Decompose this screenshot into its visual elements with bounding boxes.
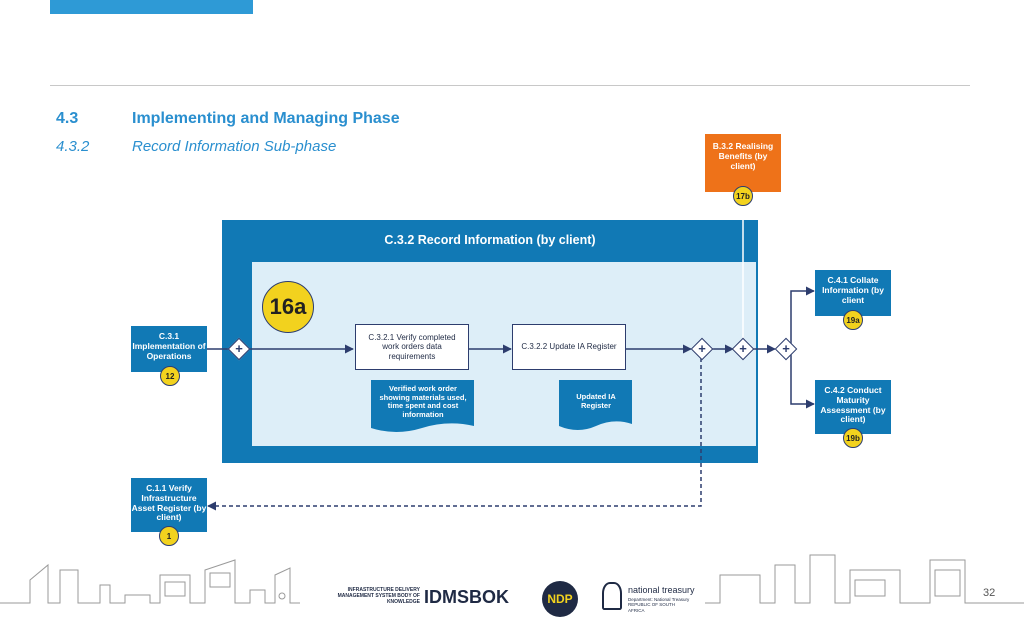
gateway-plus-start: + [235, 341, 243, 356]
task-verify-work-orders: C.3.2.1 Verify completed work orders dat… [355, 324, 469, 370]
badge-17b: 17b [733, 186, 753, 206]
box-collate-information: C.4.1 Collate Information (by client [815, 270, 891, 316]
header-divider [50, 85, 970, 86]
treasury-title: national treasury [628, 585, 695, 595]
treasury-subtitle: Department: National Treasury REPUBLIC O… [628, 597, 690, 613]
gateway-plus-merge: + [698, 341, 706, 356]
doc-verified-work-order: Verified work order showing materials us… [379, 384, 467, 419]
badge-12: 12 [160, 366, 180, 386]
subsection-title: Record Information Sub-phase [132, 138, 337, 155]
badge-1: 1 [159, 526, 179, 546]
process-badge: 16a [262, 281, 314, 333]
badge-19b: 19b [843, 428, 863, 448]
coat-of-arms-icon [602, 582, 622, 610]
idmsbok-small-text: INFRASTRUCTURE DELIVERY MANAGEMENT SYSTE… [337, 587, 420, 605]
section-title: Implementing and Managing Phase [132, 110, 400, 127]
gateway-plus-split: + [739, 341, 747, 356]
idmsbok-logo-text: IDMSBOK [424, 587, 509, 607]
task-update-ia-register: C.3.2.2 Update IA Register [512, 324, 626, 370]
gateway-plus-outer: + [782, 341, 790, 356]
ndp-logo [542, 581, 578, 617]
process-title: C.3.2 Record Information (by client) [384, 233, 596, 247]
page-number: 32 [983, 587, 996, 599]
doc-updated-ia-register: Updated IA Register [576, 392, 616, 410]
skyline-illustration [0, 554, 1024, 604]
box-implementation-operations: C.3.1 Implementation of Operations [131, 326, 207, 372]
process-inner-area [252, 262, 756, 446]
box-verify-asset-register: C.1.1 Verify Infrastructure Asset Regist… [131, 478, 207, 532]
box-realising-benefits: B.3.2 Realising Benefits (by client) [705, 134, 781, 192]
section-number: 4.3 [56, 110, 79, 127]
box-maturity-assessment: C.4.2 Conduct Maturity Assessment (by cl… [815, 380, 891, 434]
badge-19a: 19a [843, 310, 863, 330]
subsection-number: 4.3.2 [56, 138, 90, 155]
top-accent-bar [50, 0, 253, 14]
ndp-logo-text: NDP [547, 592, 573, 606]
